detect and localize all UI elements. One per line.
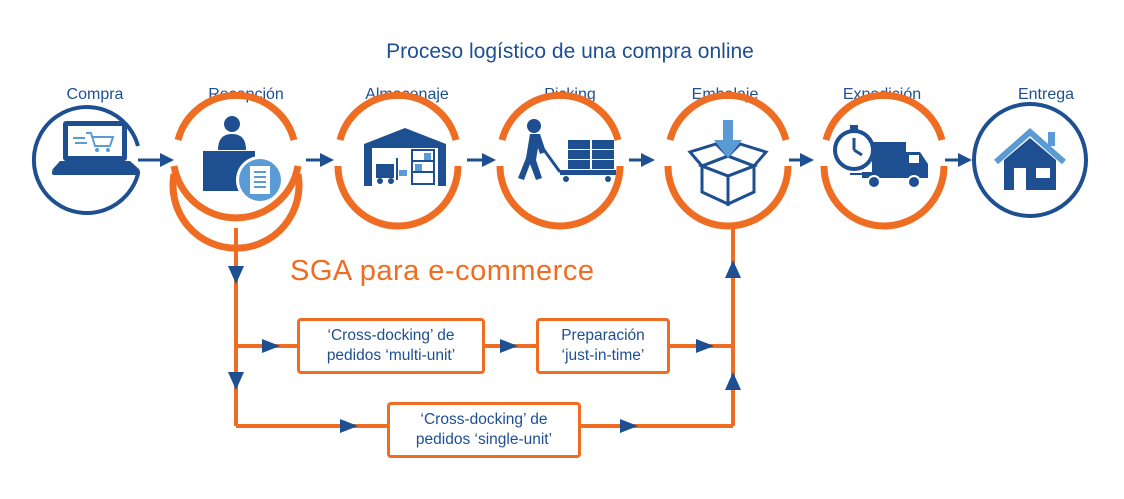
just-in-time-box: Preparación ‘just-in-time’	[536, 318, 670, 374]
step-expedicion	[820, 91, 948, 230]
box-jit-line2: ‘just-in-time’	[561, 347, 645, 364]
step-compra	[31, 105, 140, 215]
process-arrows	[138, 153, 972, 167]
cross-docking-multi-unit-box: ‘Cross-docking’ de pedidos ‘multi-unit’	[297, 318, 485, 374]
sga-title: SGA para e-commerce	[290, 255, 595, 287]
step-almacenaje	[334, 91, 462, 230]
step-recepcion	[169, 91, 303, 252]
box-multi-line2: pedidos ‘multi-unit’	[326, 347, 456, 364]
house-icon	[994, 127, 1066, 190]
box-single-line1: ‘Cross-docking’ de	[420, 411, 548, 428]
step-embalaje	[664, 91, 792, 230]
step-label-entrega: Entrega	[1017, 86, 1075, 103]
step-label-compra: Compra	[66, 86, 124, 103]
warehouse-icon	[364, 128, 446, 186]
diagram-title: Proceso logístico de una compra online	[386, 40, 754, 63]
cross-docking-single-unit-box: ‘Cross-docking’ de pedidos ‘single-unit’	[387, 402, 581, 458]
worker-pallet-icon	[518, 119, 616, 182]
box-multi-line1: ‘Cross-docking’ de	[327, 327, 455, 344]
box-single-line2: pedidos ‘single-unit’	[415, 431, 553, 448]
sga-flow-arrows	[228, 260, 741, 433]
box-packing-icon	[687, 120, 769, 207]
receptionist-icon	[203, 116, 284, 204]
step-picking	[496, 91, 624, 230]
laptop-cart-icon	[52, 121, 140, 175]
box-jit-line1: Preparación	[561, 327, 645, 344]
step-entrega	[972, 102, 1088, 218]
stopwatch-truck-icon	[833, 125, 928, 189]
